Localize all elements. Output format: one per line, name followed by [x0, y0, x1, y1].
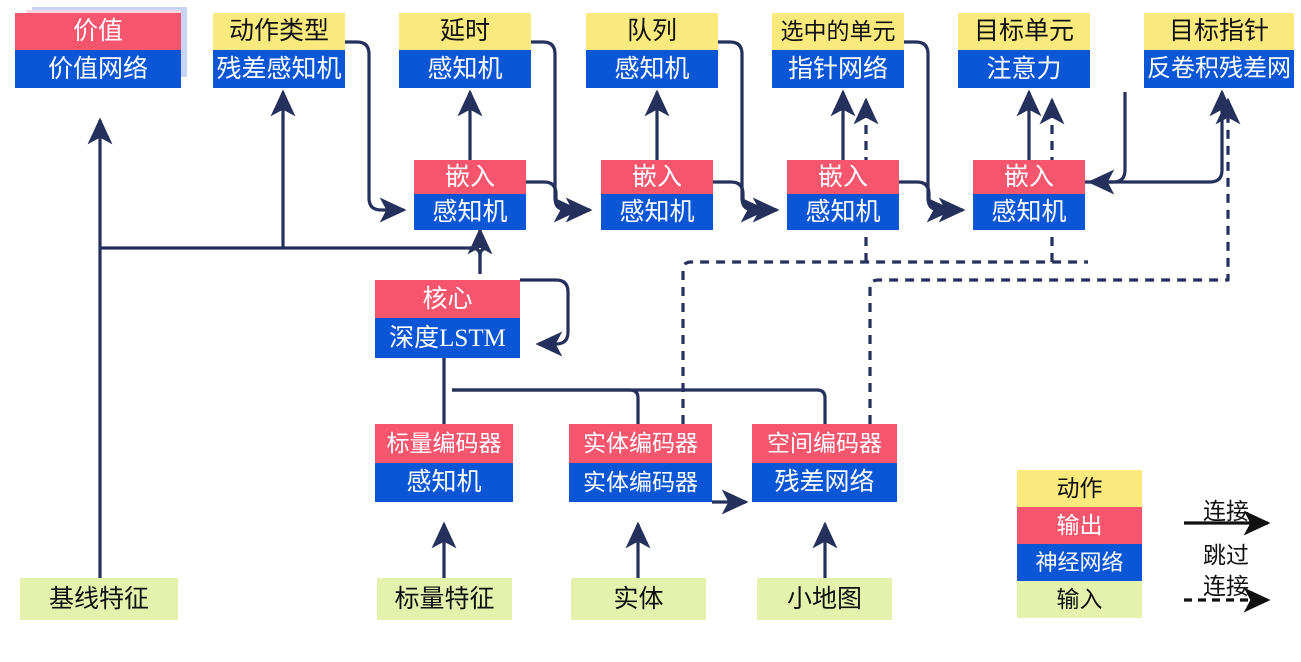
output-box-value-net: 价值网络	[15, 50, 181, 88]
output-box-value-label: 价值	[15, 13, 181, 50]
embed-box-1-bottom: 感知机	[414, 194, 526, 230]
embed-box-4-top: 嵌入	[973, 160, 1085, 194]
output-box-delay-net: 感知机	[399, 50, 531, 88]
input-box-entities[interactable]: 实体	[571, 578, 706, 620]
output-box-selected-units-net: 指针网络	[772, 50, 904, 88]
encoder-box-spatial[interactable]: 空间编码器 残差网络	[752, 424, 897, 502]
output-box-queue-label: 队列	[586, 13, 718, 50]
output-box-selected-units[interactable]: 选中的单元 指针网络	[772, 13, 904, 88]
wire-core-out-left-bus	[100, 246, 482, 274]
output-box-action-type-label: 动作类型	[213, 13, 345, 50]
encoder-box-scalar-top: 标量编码器	[375, 424, 513, 463]
output-box-action-type-net: 残差感知机	[213, 50, 345, 88]
embed-box-3-top: 嵌入	[787, 160, 899, 194]
output-box-target-point-net: 反卷积残差网	[1144, 50, 1294, 88]
wire-action-type-to-embed1	[345, 40, 407, 223]
encoder-box-scalar[interactable]: 标量编码器 感知机	[375, 424, 513, 502]
legend-swatch-action: 动作	[1017, 470, 1142, 507]
wire-entity-encoder-skip-bus	[681, 260, 1088, 424]
encoder-box-entity[interactable]: 实体编码器 实体编码器	[569, 424, 712, 502]
wire-delay-to-embed2	[531, 40, 593, 223]
embed-box-1[interactable]: 嵌入 感知机	[414, 160, 526, 230]
wire-embed1-to-embed2	[526, 180, 581, 223]
encoder-box-spatial-bottom: 残差网络	[752, 463, 897, 502]
legend-swatch-output: 输出	[1017, 507, 1142, 544]
output-box-target-unit[interactable]: 目标单元 注意力	[958, 13, 1090, 88]
legend-swatch-stack: 动作 输出 神经网络 输入	[1017, 470, 1142, 618]
output-box-selected-units-label: 选中的单元	[772, 13, 904, 50]
encoder-box-entity-top: 实体编码器	[569, 424, 712, 463]
embed-box-2-bottom: 感知机	[601, 194, 713, 230]
embed-box-2-top: 嵌入	[601, 160, 713, 194]
wire-core-out-right-stub	[478, 246, 489, 274]
embed-box-3-bottom: 感知机	[787, 194, 899, 230]
wire-embed4-to-target-point	[1085, 89, 1235, 184]
output-box-target-unit-net: 注意力	[958, 50, 1090, 88]
embed-box-3[interactable]: 嵌入 感知机	[787, 160, 899, 230]
wire-queue-to-embed3	[718, 40, 780, 223]
output-box-delay[interactable]: 延时 感知机	[399, 13, 531, 88]
core-box-bottom: 深度LSTM	[375, 318, 520, 358]
embed-chain-connections	[526, 92, 1127, 223]
skip-connections	[681, 97, 1241, 424]
encoder-box-entity-bottom: 实体编码器	[569, 463, 712, 502]
embed-box-2[interactable]: 嵌入 感知机	[601, 160, 713, 230]
input-box-minimap[interactable]: 小地图	[757, 578, 892, 620]
wire-embed2-to-embed3	[713, 180, 768, 223]
encoder-box-spatial-top: 空间编码器	[752, 424, 897, 463]
input-box-baseline-features[interactable]: 基线特征	[20, 578, 178, 620]
embed-box-1-top: 嵌入	[414, 160, 526, 194]
embed-box-4-bottom: 感知机	[973, 194, 1085, 230]
legend-swatch-input: 输入	[1017, 581, 1142, 618]
wire-entity-encoder-up	[452, 388, 640, 424]
output-box-value[interactable]: 价值 价值网络	[15, 13, 181, 88]
wire-core-self-loop	[520, 278, 570, 357]
core-box-top: 核心	[375, 280, 520, 318]
embed-box-4[interactable]: 嵌入 感知机	[973, 160, 1085, 230]
output-box-target-unit-label: 目标单元	[958, 13, 1090, 50]
encoder-box-scalar-bottom: 感知机	[375, 463, 513, 502]
legend-skip-label-line1: 跳过	[1203, 543, 1249, 568]
core-box[interactable]: 核心 深度LSTM	[375, 280, 520, 358]
wire-spatial-encoder-skip-to-target-point	[868, 97, 1241, 424]
wire-target-unit-side-to-embed4	[1087, 92, 1127, 195]
input-box-scalar-features[interactable]: 标量特征	[377, 578, 512, 620]
legend-swatch-network: 神经网络	[1017, 544, 1142, 581]
output-box-delay-label: 延时	[399, 13, 531, 50]
output-box-queue[interactable]: 队列 感知机	[586, 13, 718, 88]
legend-connect-label: 连接	[1203, 499, 1249, 524]
output-box-target-point-label: 目标指针	[1144, 13, 1294, 50]
output-box-queue-net: 感知机	[586, 50, 718, 88]
legend-arrows	[1184, 510, 1271, 613]
output-box-action-type[interactable]: 动作类型 残差感知机	[213, 13, 345, 88]
legend-skip-label-line2: 连接	[1203, 574, 1249, 599]
wire-spatial-encoder-up	[452, 388, 827, 424]
output-box-target-point[interactable]: 目标指针 反卷积残差网	[1144, 13, 1294, 88]
wire-selected-units-to-embed4	[904, 40, 966, 223]
wire-embed3-to-embed4	[899, 180, 954, 223]
